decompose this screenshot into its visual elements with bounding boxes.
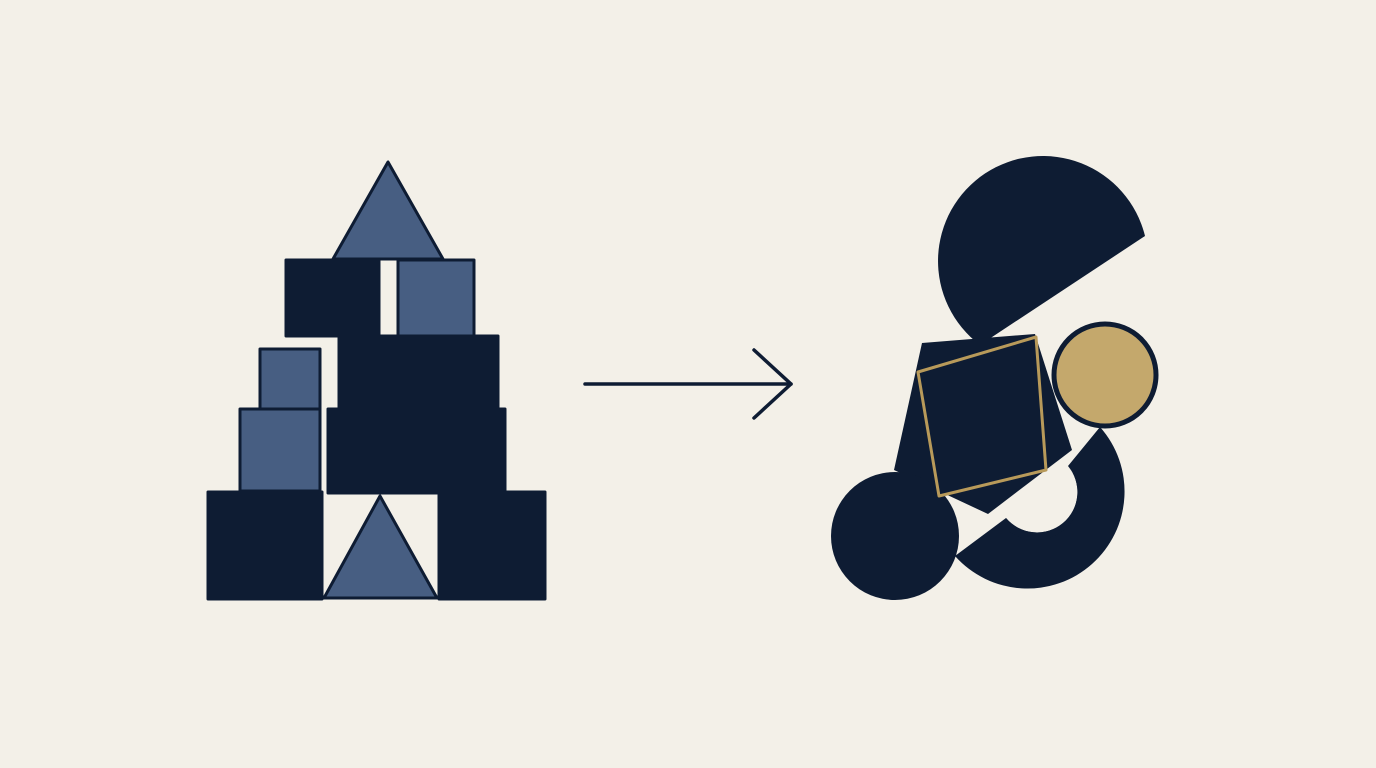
upper-left-block [284,258,381,338]
small-blue-block [258,347,322,411]
top-triangle [331,160,445,261]
bottom-right-block [437,490,547,601]
gold-circle [1051,321,1159,429]
bottom-left-circle [831,472,959,600]
middle-dark-block [337,334,500,411]
inner-arc-cutout [1006,466,1081,540]
left-blue-block [238,407,322,493]
bottom-arc-shape [955,427,1125,589]
bottom-left-block [206,490,324,601]
stacked-blocks [206,160,547,601]
arrow-right-icon [583,348,793,420]
central-dark-block [326,407,507,495]
top-half-circle [938,156,1145,345]
upper-right-block [396,258,476,338]
tilted-square [916,335,1048,498]
rearranged-shapes [831,156,1159,600]
bottom-triangle [322,494,439,600]
